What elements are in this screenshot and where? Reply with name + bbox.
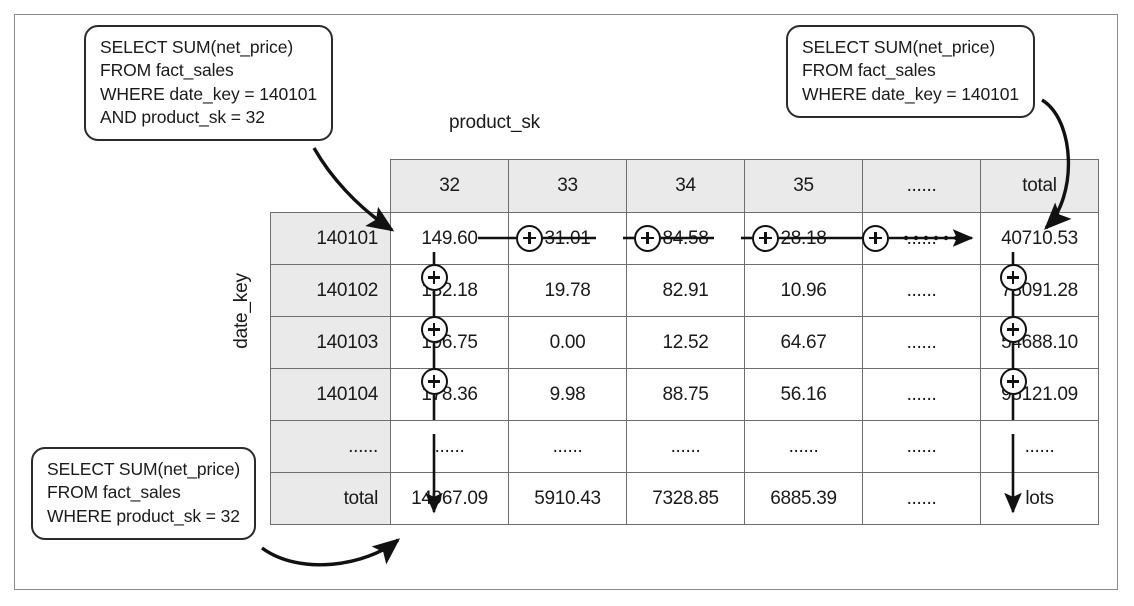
column-header-35: 35 <box>744 159 863 213</box>
cell-140103-34: 12.52 <box>626 316 745 369</box>
cell-140103-32: 196.75 <box>390 316 509 369</box>
cell-140102-35: 10.96 <box>744 264 863 317</box>
cell-ellipsis-34: ...... <box>626 420 745 473</box>
callout-row-total-query: SELECT SUM(net_price) FROM fact_sales WH… <box>786 25 1036 118</box>
column-axis-label: product_sk <box>449 112 540 133</box>
cell-140103-33: 0.00 <box>508 316 627 369</box>
figure-frame <box>14 14 1118 590</box>
plus-icon-row1-32-33 <box>516 224 543 252</box>
cell-140102-33: 19.78 <box>508 264 627 317</box>
table-row: ...... ...... ...... ...... ...... .....… <box>270 420 1099 473</box>
plus-icon-col32-r3-r4 <box>420 368 448 395</box>
cell-140104-33: 9.98 <box>508 368 627 421</box>
column-header-33: 33 <box>508 159 627 213</box>
cell-total-33: 5910.43 <box>508 472 627 525</box>
column-header-34: 34 <box>626 159 745 213</box>
cell-total-total: lots <box>980 472 1099 525</box>
cell-140104-35: 56.16 <box>744 368 863 421</box>
row-header-140102: 140102 <box>270 264 391 317</box>
cell-140104-total: 95121.09 <box>980 368 1099 421</box>
row-header-140104: 140104 <box>270 368 391 421</box>
plus-icon-total-r2-r3 <box>999 316 1027 343</box>
plus-icon-col32-r1-r2 <box>420 264 448 291</box>
row-header-140101: 140101 <box>270 212 391 265</box>
cell-140104-34: 88.75 <box>626 368 745 421</box>
cell-ellipsis-ellipsis: ...... <box>862 420 981 473</box>
row-axis-label: date_key <box>231 273 252 349</box>
cell-total-34: 7328.85 <box>626 472 745 525</box>
row-header-total: total <box>270 472 391 525</box>
cell-140102-34: 82.91 <box>626 264 745 317</box>
table-row: 140102 132.18 19.78 82.91 10.96 ...... 7… <box>270 264 1099 317</box>
row-header-ellipsis: ...... <box>270 420 391 473</box>
row-header-140103: 140103 <box>270 316 391 369</box>
cell-140102-total: 73091.28 <box>980 264 1099 317</box>
plus-icon-col32-r2-r3 <box>420 316 448 343</box>
cell-total-ellipsis: ...... <box>862 472 981 525</box>
plus-icon-row1-33-34 <box>634 224 661 252</box>
callout-cell-query: SELECT SUM(net_price) FROM fact_sales WH… <box>84 25 334 142</box>
plus-icon-total-r3-r4 <box>999 368 1027 395</box>
cell-140102-ellipsis: ...... <box>862 264 981 317</box>
cell-ellipsis-32: ...... <box>390 420 509 473</box>
table-row: total 14967.09 5910.43 7328.85 6885.39 .… <box>270 472 1099 525</box>
plus-icon-row1-34-35 <box>752 224 779 252</box>
cell-140103-ellipsis: ...... <box>862 316 981 369</box>
callout-column-total-query: SELECT SUM(net_price) FROM fact_sales WH… <box>31 447 257 540</box>
cell-total-35: 6885.39 <box>744 472 863 525</box>
cell-total-32: 14967.09 <box>390 472 509 525</box>
cell-ellipsis-total: ...... <box>980 420 1099 473</box>
column-header-32: 32 <box>390 159 509 213</box>
cell-140101-32: 149.60 <box>390 212 509 265</box>
cell-140103-total: 54688.10 <box>980 316 1099 369</box>
cell-140101-total: 40710.53 <box>980 212 1099 265</box>
cell-140104-32: 178.36 <box>390 368 509 421</box>
table-row: 140103 196.75 0.00 12.52 64.67 ...... 54… <box>270 316 1099 369</box>
aggregate-matrix: 32 33 34 35 ...... total 140101 149.60 3… <box>270 159 1099 525</box>
cell-ellipsis-35: ...... <box>744 420 863 473</box>
column-header-ellipsis: ...... <box>862 159 981 213</box>
plus-icon-row1-35-rest <box>862 224 889 252</box>
cell-140102-32: 132.18 <box>390 264 509 317</box>
cell-140104-ellipsis: ...... <box>862 368 981 421</box>
table-row: 140101 149.60 31.01 84.58 28.18 ...... 4… <box>270 212 1099 265</box>
column-header-total: total <box>980 159 1099 213</box>
table-corner-cell <box>271 160 391 213</box>
cell-140103-35: 64.67 <box>744 316 863 369</box>
table-row: 140104 178.36 9.98 88.75 56.16 ...... 95… <box>270 368 1099 421</box>
plus-icon-total-r1-r2 <box>999 264 1027 291</box>
table-header-row: 32 33 34 35 ...... total <box>271 159 1099 213</box>
cell-ellipsis-33: ...... <box>508 420 627 473</box>
